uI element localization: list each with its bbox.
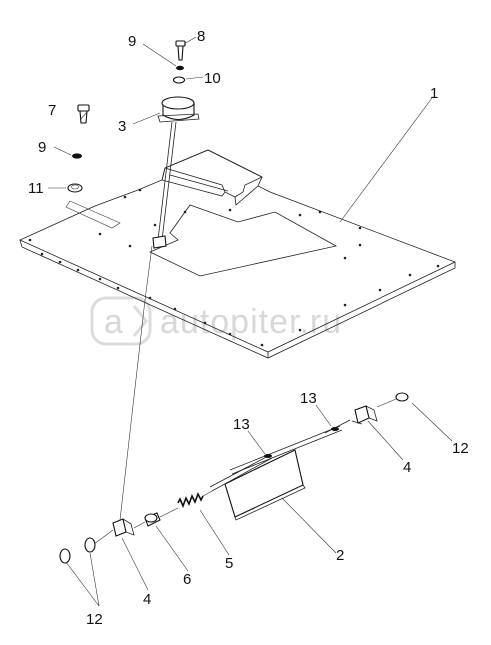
bracket-4-upper — [351, 405, 378, 425]
spring-5 — [177, 489, 215, 509]
callout-13-upper: 13 — [300, 390, 317, 407]
callouts: 1 2 3 4 4 5 6 7 8 9 9 10 11 12 12 13 13 — [28, 28, 469, 628]
watermark-logo-letter: a — [104, 303, 124, 341]
washer-9-left — [72, 153, 82, 159]
watermark-text: autopiter.ru — [160, 303, 342, 341]
washer-9-upper — [176, 65, 184, 71]
base-plate — [19, 149, 457, 359]
motor-assembly — [152, 96, 200, 249]
callout-4-upper: 4 — [403, 459, 411, 476]
callout-7: 7 — [48, 102, 56, 119]
callout-9-upper: 9 — [128, 33, 136, 50]
bracket-4-lower — [112, 518, 146, 537]
callout-2: 2 — [336, 547, 344, 564]
leader-lines — [48, 36, 453, 607]
grommet-11 — [67, 183, 83, 193]
callout-12-right: 12 — [452, 440, 469, 457]
callout-6: 6 — [183, 571, 191, 588]
bolt-8 — [175, 40, 186, 61]
washer-12-right — [376, 392, 409, 408]
callout-4-lower: 4 — [143, 591, 151, 608]
cable — [119, 245, 153, 521]
watermark: a autopiter.ru — [90, 296, 342, 346]
callout-13-lower: 13 — [233, 416, 250, 433]
bolt-7 — [77, 104, 90, 124]
washer-10 — [172, 76, 186, 84]
watermark-logo-arrow — [132, 305, 148, 337]
callout-1: 1 — [430, 85, 438, 102]
callout-8: 8 — [197, 28, 205, 45]
callout-11: 11 — [28, 180, 44, 197]
rods-13 — [209, 419, 351, 492]
callout-10: 10 — [204, 70, 221, 87]
washers-12-lower — [59, 529, 114, 564]
callout-3: 3 — [118, 118, 126, 135]
callout-12-lower: 12 — [86, 611, 103, 628]
callout-9-left: 9 — [38, 139, 46, 156]
plate-holes — [28, 188, 440, 347]
callout-5: 5 — [225, 555, 233, 572]
panel-2 — [224, 449, 306, 521]
sleeve-6 — [144, 507, 179, 527]
watermark-logo-frame — [90, 296, 152, 346]
